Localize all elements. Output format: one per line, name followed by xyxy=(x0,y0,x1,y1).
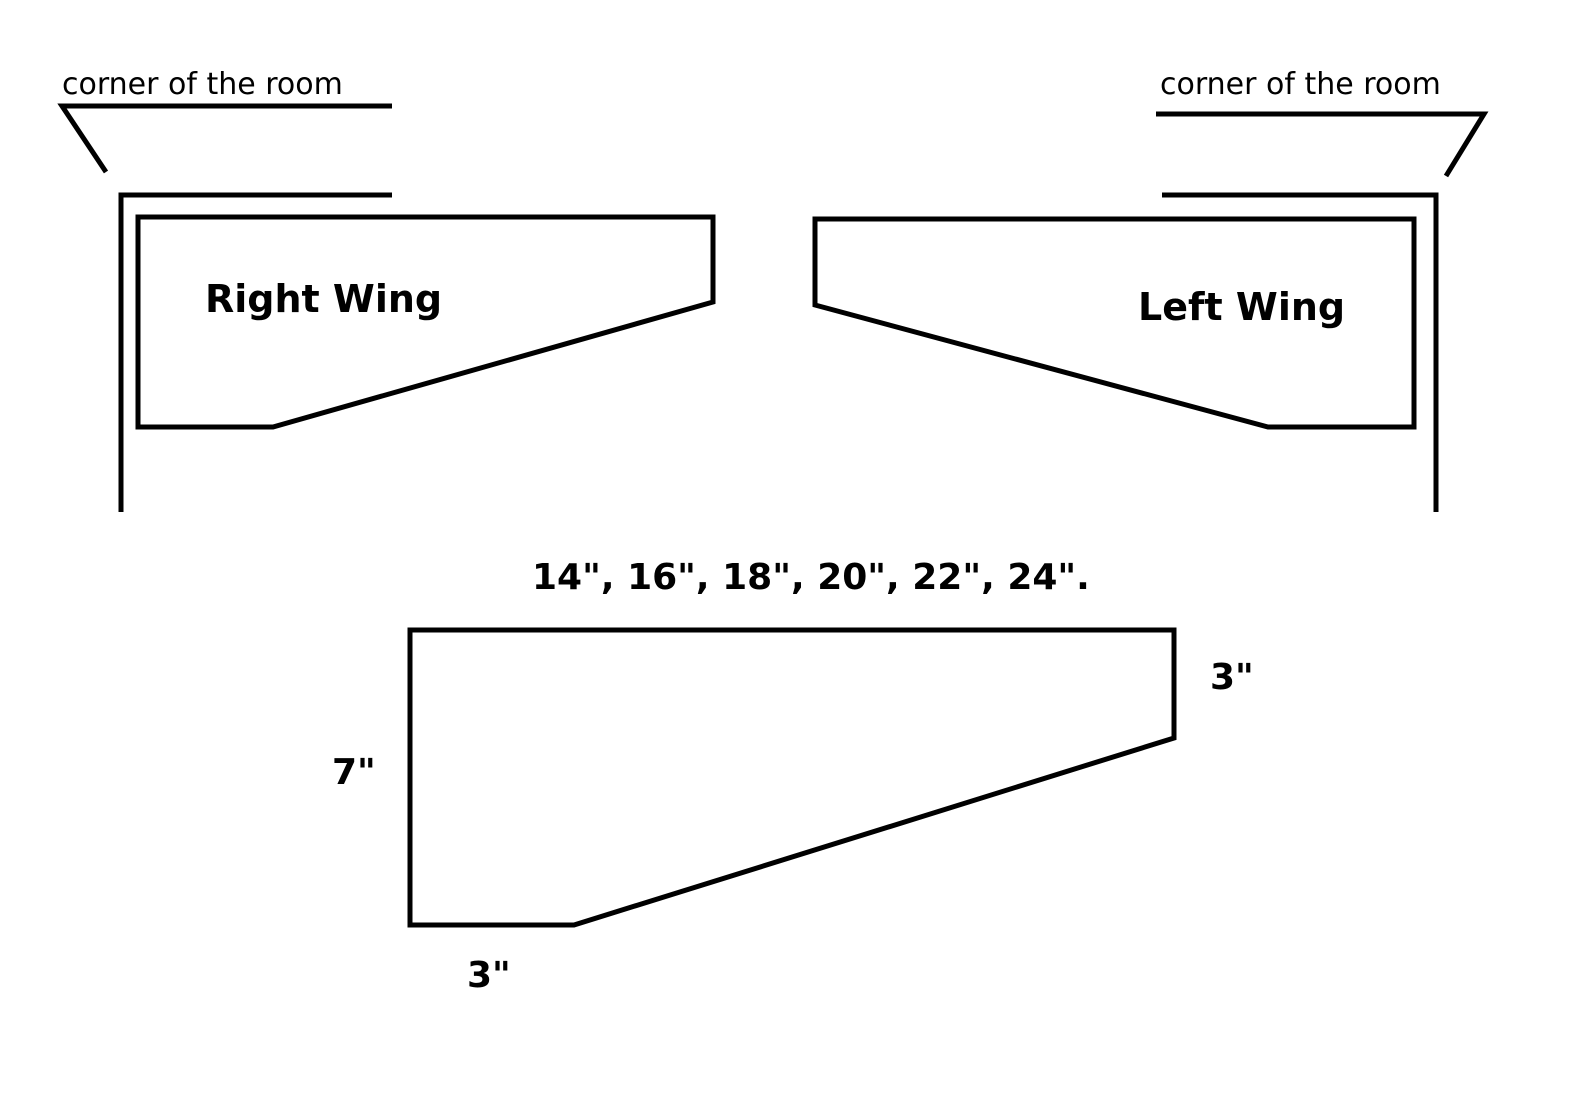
dim-bottom-label: 3" xyxy=(467,955,511,996)
dimension-shelf xyxy=(407,627,1177,928)
length-options-label: 14", 16", 18", 20", 22", 24". xyxy=(532,557,1090,598)
corner-label-right: corner of the room xyxy=(1160,67,1441,102)
corner-callout-left xyxy=(57,103,392,174)
right-wing-label: Right Wing xyxy=(205,277,443,321)
corner-callout-right xyxy=(1156,111,1489,178)
left-wing-shelf xyxy=(812,216,1417,430)
wall-left xyxy=(118,192,392,512)
dim-right-label: 3" xyxy=(1210,657,1254,698)
right-wing-shelf xyxy=(135,214,716,430)
dim-left-label: 7" xyxy=(332,752,376,793)
corner-label-left: corner of the room xyxy=(62,67,343,102)
wall-right xyxy=(1162,192,1439,512)
left-wing-label: Left Wing xyxy=(1138,285,1346,329)
